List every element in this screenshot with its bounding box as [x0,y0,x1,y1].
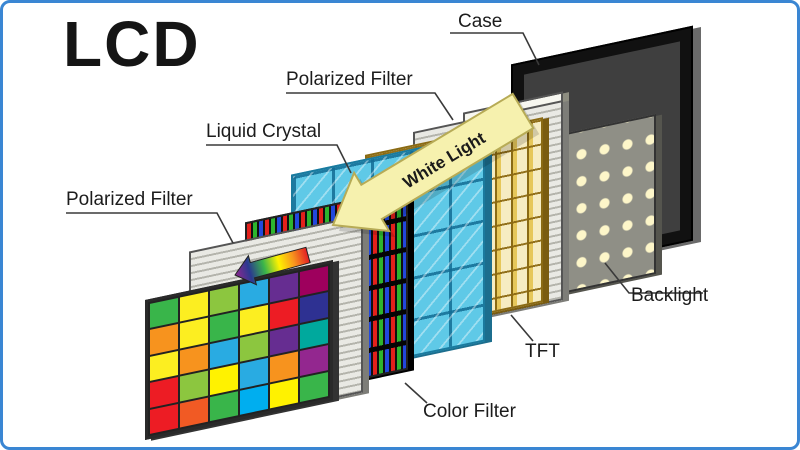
label-color-filter: Color Filter [423,401,516,422]
label-case: Case [458,11,503,32]
screen-pixel-cell [270,378,298,409]
screen-pixel-cell [180,317,208,349]
screen-pixel-cell [270,298,298,330]
layer-backlight [561,113,656,295]
diagram-title: LCD [63,8,201,80]
screen-pixel-cell [210,285,238,316]
leader-line-tft [510,314,534,342]
screen-pixel-cell [150,350,178,382]
label-backlight: Backlight [631,285,709,306]
screen-pixel-cell [240,358,268,389]
screen-pixel-cell [210,390,238,422]
screen-grid [145,260,333,440]
screen-pixel-cell [210,364,238,395]
screen-pixel-cell [180,291,208,322]
screen-pixel-cell [150,297,178,329]
screen-pixel-cell [270,325,298,356]
screen-pixel-cell [150,324,178,355]
label-liquid-crystal: Liquid Crystal [206,121,322,142]
screen-pixel-cell [300,345,328,376]
screen-pixel-cell [300,292,328,323]
leader-line-polarized-filter-front [66,212,234,244]
screen-pixel-cell [150,403,178,434]
label-polarized-filter-front: Polarized Filter [66,189,193,210]
screen-pixel-cell [240,278,268,310]
screen-pixel-cell [180,397,208,428]
screen-pixel-cell [180,344,208,375]
screen-pixel-cell [240,331,268,362]
screen-pixel-cell [300,266,328,297]
screen-pixel-cell [180,370,208,402]
label-tft: TFT [525,341,560,362]
screen-pixel-cell [150,377,178,408]
screen-pixel-cell [270,351,298,383]
label-polarized-filter-top: Polarized Filter [286,69,413,90]
screen-pixel-cell [240,305,268,336]
screen-pixel-cell [300,318,328,350]
leader-line-polarized-filter-top [286,92,454,121]
screen-pixel-cell [210,338,238,369]
screen-pixel-cell [300,371,328,403]
leader-line-color-filter [404,382,428,404]
screen-pixel-cell [210,311,238,342]
screen-pixel-cell [270,272,298,303]
screen-pixel-cell [240,384,268,415]
